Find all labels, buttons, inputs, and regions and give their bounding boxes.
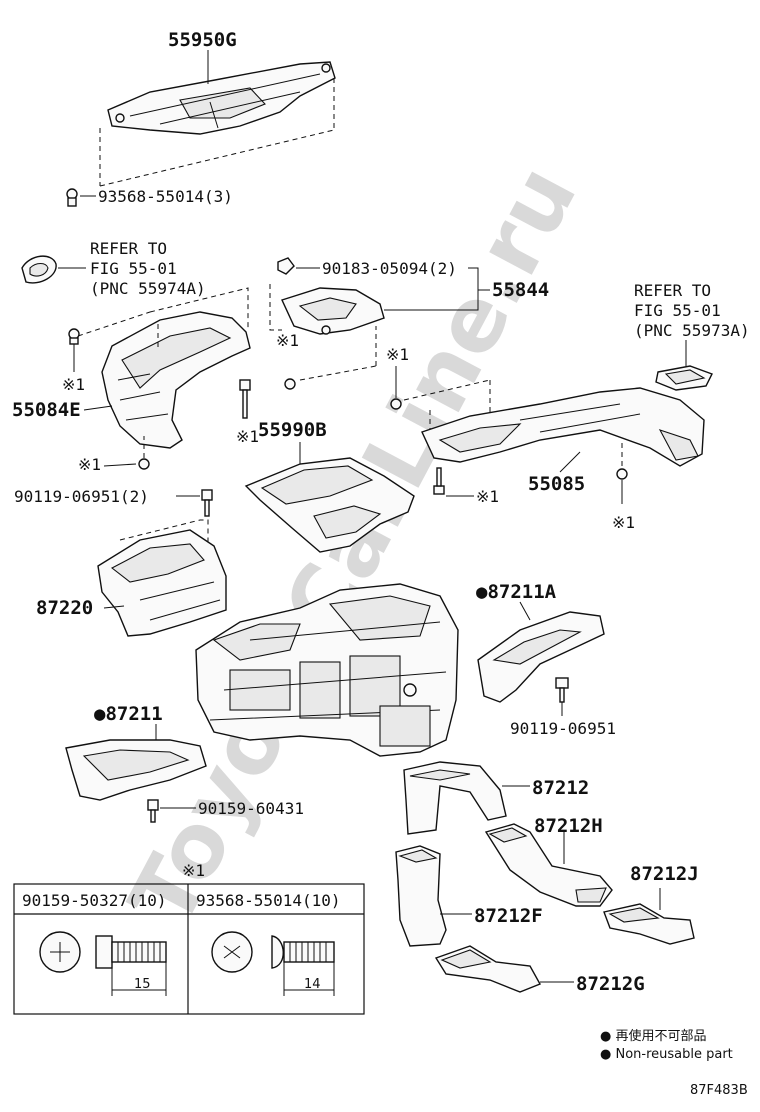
screw-icon [433, 467, 445, 495]
label-90183: 90183-05094(2) [322, 259, 457, 278]
label-87212h: 87212H [534, 815, 603, 837]
part-87212g[interactable] [434, 945, 541, 993]
bolt-icon [138, 458, 150, 470]
table-col1-dim: 15 [134, 977, 151, 992]
part-87211a[interactable] [477, 611, 605, 703]
label-55990b: 55990B [258, 419, 327, 441]
ref-mark: ※1 [386, 345, 409, 364]
screw-icon [147, 799, 159, 823]
refer-left-line3: (PNC 55974A) [90, 279, 206, 298]
ref-mark: ※1 [62, 375, 85, 394]
figure-code: 87F483B [690, 1083, 748, 1098]
table-col1-header: 90159-50327(10) [22, 891, 167, 910]
part-55990b[interactable] [244, 457, 415, 553]
label-55085: 55085 [528, 473, 585, 495]
refer-left-line2: FIG 55-01 [90, 259, 177, 278]
label-87211a: ●87211A [476, 581, 557, 603]
screw-icon [555, 677, 569, 703]
label-90119-2: 90119-06951(2) [14, 487, 149, 506]
ref-mark: ※1 [476, 487, 499, 506]
refer-right-line3: (PNC 55973A) [634, 321, 750, 340]
hex-bolt-icon [39, 931, 167, 973]
label-87212j: 87212J [630, 863, 699, 885]
table-col2-header: 93568-55014(10) [196, 891, 341, 910]
bolt-icon [390, 398, 402, 410]
part-87212[interactable] [403, 761, 507, 835]
ref-mark: ※1 [612, 513, 635, 532]
label-87212: 87212 [532, 777, 589, 799]
part-87212h[interactable] [484, 823, 613, 907]
refer-right-line1: REFER TO [634, 281, 711, 300]
label-55084e: 55084E [12, 399, 81, 421]
ref-mark: ※1 [236, 427, 259, 446]
clip-icon [277, 257, 295, 275]
table-ref-mark: ※1 [182, 861, 205, 880]
bolt-icon [616, 468, 628, 480]
vent-cover-icon [21, 255, 57, 284]
fastener-table [13, 883, 365, 1015]
label-87212g: 87212G [576, 973, 645, 995]
part-87212f[interactable] [395, 845, 447, 947]
legend-line2: ● Non-reusable part [600, 1047, 733, 1062]
part-87220[interactable] [97, 529, 227, 637]
ref-mark: ※1 [276, 331, 299, 350]
label-90159-60431: 90159-60431 [198, 799, 304, 818]
screw-icon [201, 489, 213, 517]
part-hvac-unit [195, 583, 459, 757]
bolt-icon [68, 328, 80, 345]
part-55085[interactable] [421, 387, 705, 467]
label-87220: 87220 [36, 597, 93, 619]
label-87211: ●87211 [94, 703, 163, 725]
pan-screw-icon [211, 931, 335, 973]
refer-right-line2: FIG 55-01 [634, 301, 721, 320]
part-55950g[interactable] [107, 61, 336, 135]
refer-left-line1: REFER TO [90, 239, 167, 258]
label-90119: 90119-06951 [510, 719, 616, 738]
label-55844: 55844 [492, 279, 549, 301]
table-col2-dim: 14 [304, 977, 321, 992]
part-55084e[interactable] [101, 311, 251, 449]
part-87212j[interactable] [603, 903, 695, 945]
vent-cover-icon [655, 365, 713, 391]
legend-line1: ● 再使用不可部品 [600, 1028, 707, 1044]
part-55844[interactable] [281, 287, 385, 335]
label-55950g: 55950G [168, 29, 237, 51]
bolt-icon [284, 378, 296, 390]
screw-icon [239, 379, 251, 419]
label-93568-top: 93568-55014(3) [98, 187, 233, 206]
label-87212f: 87212F [474, 905, 543, 927]
bolt-icon [66, 188, 78, 207]
part-87211[interactable] [65, 739, 207, 801]
ref-mark: ※1 [78, 455, 101, 474]
